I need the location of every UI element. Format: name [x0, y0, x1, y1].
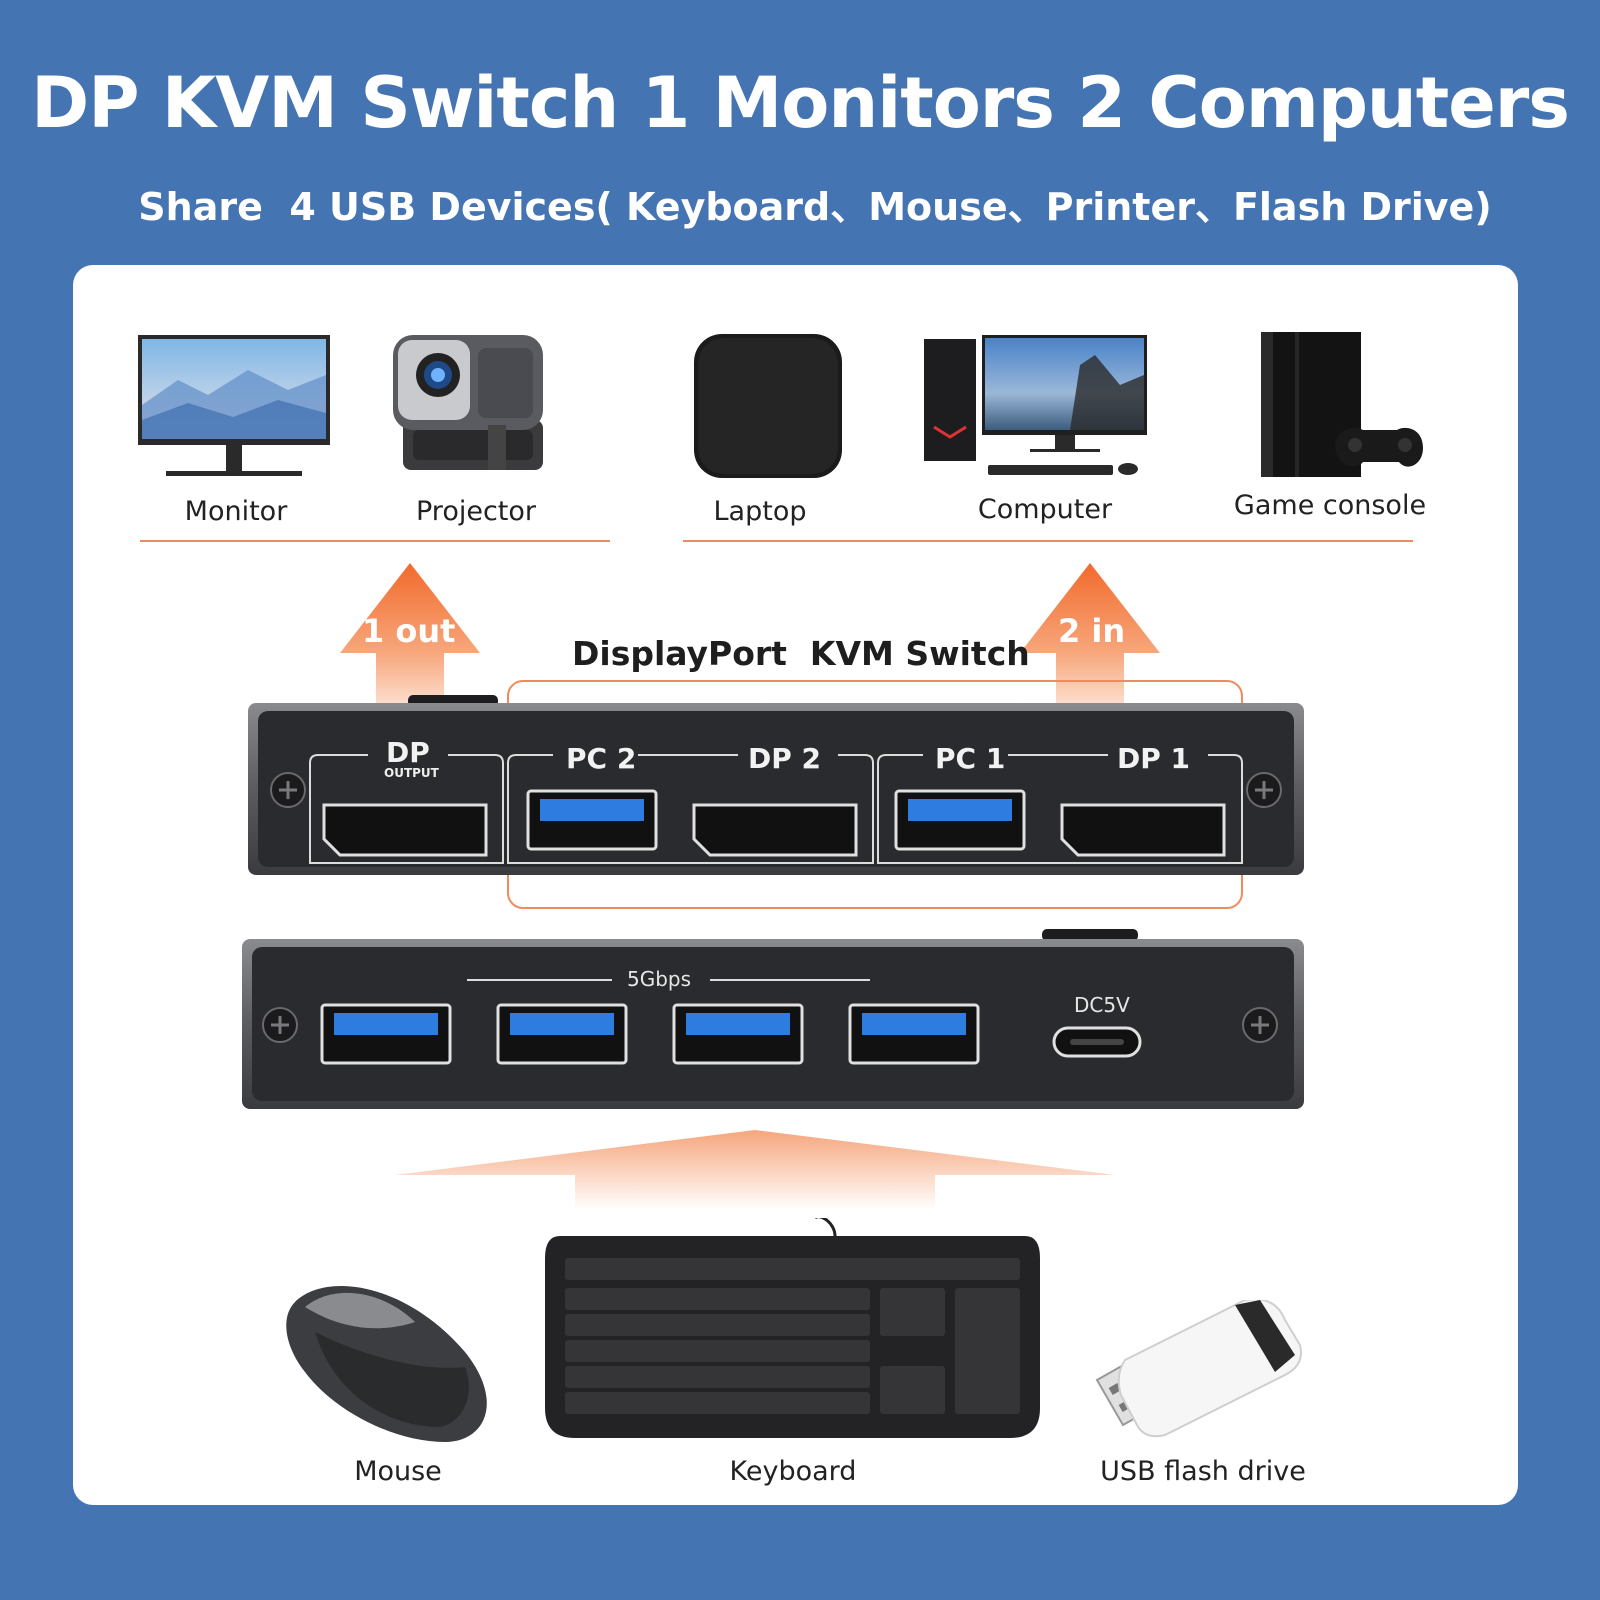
dp2-label: DP 2 [748, 742, 821, 775]
dp-output-sublabel: OUTPUT [384, 766, 439, 780]
input-arrow-label: 2 in [1058, 612, 1126, 650]
monitor-icon [138, 335, 330, 476]
usb-flash-drive-label: USB flash drive [1100, 1456, 1306, 1487]
pc1-label: PC 1 [935, 742, 1006, 775]
kvm-back-panel [242, 929, 1304, 1109]
output-group-divider [140, 540, 610, 542]
kvm-switch-title: DisplayPort KVM Switch [572, 634, 1030, 673]
peripherals-arrow-icon [395, 1130, 1115, 1210]
output-arrow-label: 1 out [362, 612, 456, 650]
pc2-label: PC 2 [566, 742, 637, 775]
kvm-front-panel [248, 695, 1304, 875]
input-group-divider [683, 540, 1413, 542]
desktop-computer-icon [924, 335, 1147, 475]
usb-speed-label: 5Gbps [627, 967, 692, 991]
laptop-icon [694, 334, 842, 478]
output-arrow-icon [340, 563, 480, 713]
keyboard-label: Keyboard [729, 1456, 857, 1487]
page-title: DP KVM Switch 1 Monitors 2 Computers [31, 62, 1570, 144]
laptop-label: Laptop [713, 496, 807, 527]
projector-icon [393, 335, 543, 470]
computer-label: Computer [977, 494, 1113, 525]
usb-flash-drive-icon [1095, 1300, 1302, 1438]
dp1-label: DP 1 [1117, 742, 1190, 775]
input-arrow-icon [1020, 563, 1160, 713]
mouse-icon [286, 1286, 487, 1442]
usb-port [672, 1003, 804, 1065]
keyboard-icon [545, 1218, 1040, 1438]
usb-port [848, 1003, 980, 1065]
power-port-label: DC5V [1074, 993, 1130, 1017]
page-subtitle: Share 4 USB Devices( Keyboard、Mouse、Prin… [138, 185, 1492, 229]
game-console-icon [1261, 332, 1423, 477]
game-console-label: Game console [1233, 490, 1427, 521]
dp-output-label: DP [386, 736, 430, 769]
monitor-label: Monitor [184, 496, 288, 527]
usb-port [320, 1003, 452, 1065]
projector-label: Projector [416, 496, 536, 527]
mouse-label: Mouse [354, 1456, 442, 1487]
usb-port [496, 1003, 628, 1065]
